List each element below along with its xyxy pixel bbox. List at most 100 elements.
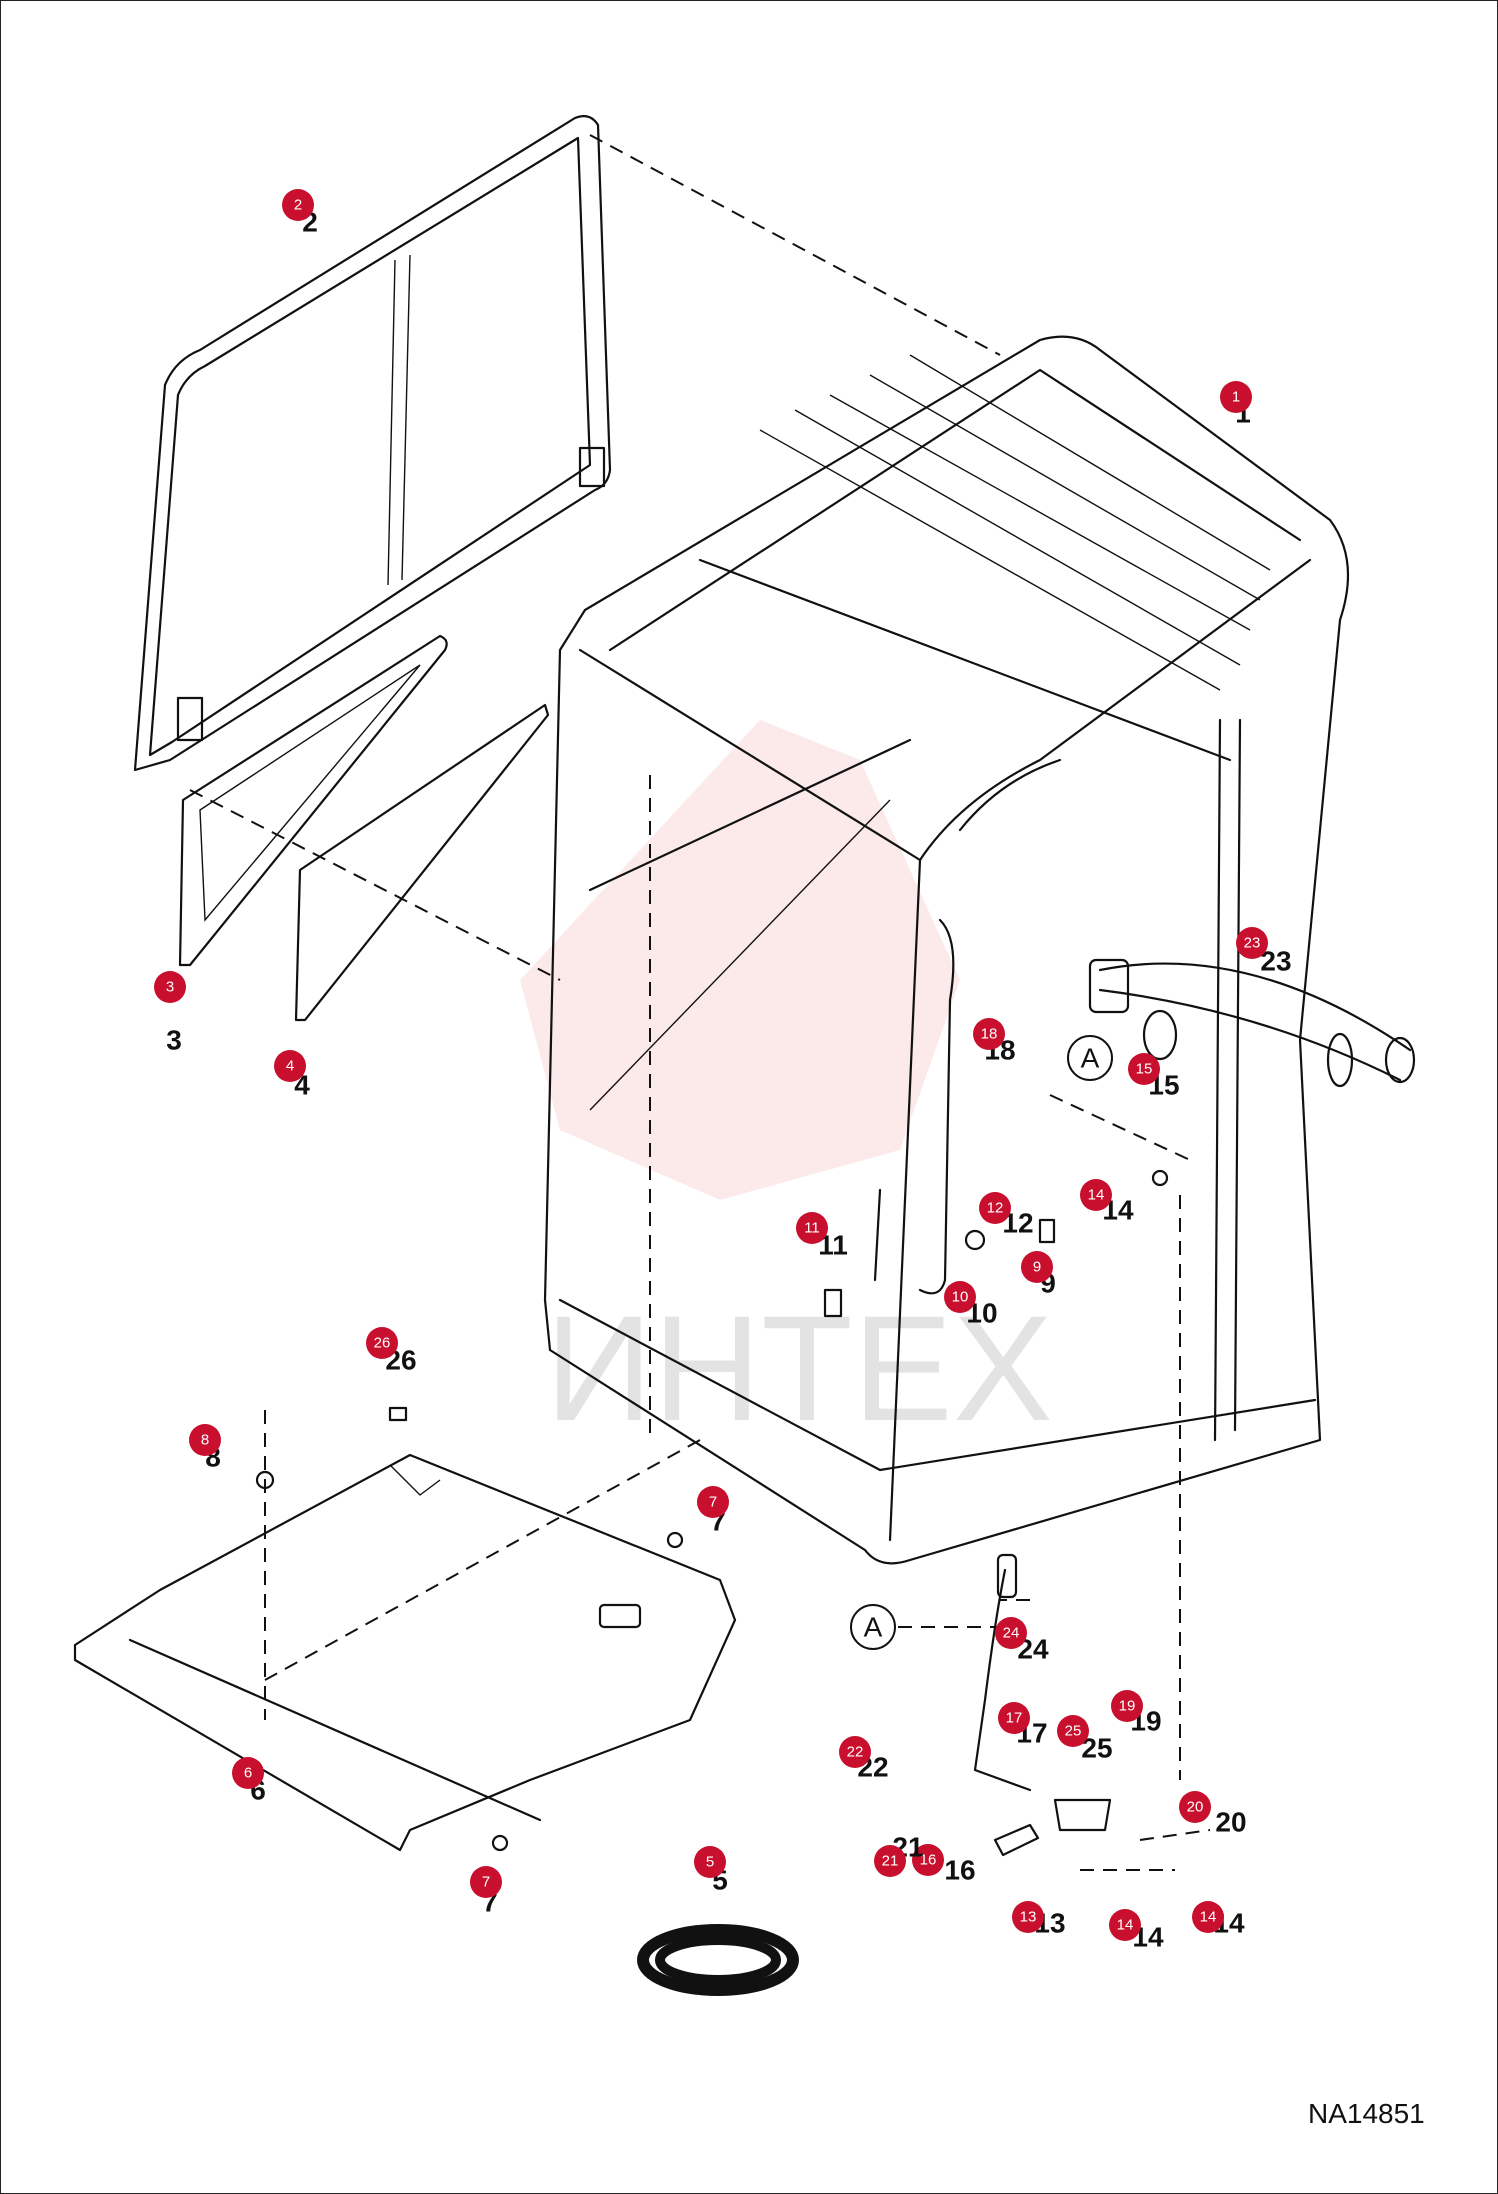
callout-badge-label: 5	[706, 1854, 714, 1871]
callout-badge-label: 9	[1033, 1259, 1041, 1276]
callout-badge	[274, 1050, 306, 1082]
reference-marker-a-upper: A	[1067, 1035, 1113, 1081]
callout-badge	[1057, 1715, 1089, 1747]
cable-part-24	[973, 1568, 1032, 1792]
callout-7: 77	[697, 1486, 729, 1537]
part-number-label: 3	[166, 1025, 182, 1056]
window-glass-part-3	[178, 634, 448, 967]
callout-badge-label: 25	[1065, 1723, 1082, 1740]
callout-badge-label: 20	[1187, 1799, 1204, 1816]
callout-badge	[1220, 381, 1252, 413]
callout-5: 55	[694, 1846, 728, 1896]
callout-4: 44	[274, 1050, 310, 1101]
fastener-part-7	[666, 1531, 684, 1549]
watermark-logo	[520, 720, 960, 1200]
callout-badge	[282, 189, 314, 221]
window-seal-part-4	[294, 703, 550, 1022]
callout-badge-label: 21	[882, 1853, 899, 1870]
callout-badge	[232, 1757, 264, 1789]
callout-badge-label: 8	[201, 1432, 209, 1449]
part-number-label: 20	[1215, 1807, 1246, 1838]
callout-badge-label: 23	[1244, 935, 1261, 952]
callout-badge	[470, 1866, 502, 1898]
callout-badge-label: 10	[952, 1289, 969, 1306]
callout-badge	[1179, 1791, 1211, 1823]
callout-badge-label: 3	[166, 979, 174, 996]
callout-badge-label: 15	[1136, 1061, 1153, 1078]
callout-badge	[1021, 1251, 1053, 1283]
callout-badge	[1012, 1901, 1044, 1933]
callout-badge-label: 19	[1119, 1698, 1136, 1715]
callout-badge	[154, 971, 186, 1003]
callout-badge	[998, 1702, 1030, 1734]
callout-badge-label: 14	[1117, 1917, 1134, 1934]
callout-badge-label: 14	[1088, 1187, 1105, 1204]
callout-badge	[1236, 927, 1268, 959]
floor-plate-part-6	[73, 1453, 737, 1852]
seal-rings-part-23	[1098, 962, 1416, 1088]
callout-badge-label: 7	[709, 1494, 717, 1511]
callout-badge	[1109, 1909, 1141, 1941]
part-number-label: 16	[944, 1855, 975, 1886]
callout-badge	[189, 1424, 221, 1456]
svg-text:A: A	[864, 1612, 883, 1643]
clip-part-11	[823, 1288, 843, 1318]
fastener-part-8	[255, 1470, 275, 1490]
callout-badge	[1111, 1690, 1143, 1722]
callout-badge-label: 22	[847, 1744, 864, 1761]
seal-coil-part-5	[637, 1924, 799, 1996]
callout-badge	[973, 1018, 1005, 1050]
cab-part-1	[543, 335, 1350, 1565]
callout-badge	[366, 1327, 398, 1359]
callout-badge-label: 26	[374, 1335, 391, 1352]
callout-badge-label: 13	[1020, 1909, 1037, 1926]
callout-badge	[1192, 1901, 1224, 1933]
callout-badge	[912, 1844, 944, 1876]
callout-badge	[995, 1617, 1027, 1649]
callout-1: 11	[1220, 381, 1252, 429]
watermark-text: ИНТЕХ	[545, 1284, 1053, 1452]
reference-marker-a-lower: A	[850, 1604, 896, 1650]
drawing-code: NA14851	[1308, 2098, 1425, 2129]
callout-badge-label: 1	[1232, 389, 1240, 406]
callout-badge-label: 11	[804, 1220, 820, 1237]
callout-badge-label: 12	[987, 1200, 1004, 1217]
fastener-part-7b	[491, 1834, 509, 1852]
callout-2: 22	[282, 189, 318, 238]
window-frame-part-2	[133, 115, 612, 772]
callout-badge-label: 7	[482, 1874, 490, 1891]
latch-part-18	[1088, 958, 1130, 1014]
callout-badge	[1080, 1179, 1112, 1211]
callout-3: 33	[154, 971, 186, 1056]
callout-badge-label: 17	[1006, 1710, 1023, 1727]
svg-text:A: A	[1081, 1043, 1100, 1074]
callout-badge	[944, 1281, 976, 1313]
callout-badge	[874, 1845, 906, 1877]
callout-badge-label: 6	[244, 1765, 252, 1782]
callout-badge-label: 24	[1003, 1625, 1020, 1642]
callout-badge	[796, 1212, 828, 1244]
callout-badge-label: 14	[1200, 1909, 1217, 1926]
callout-badge	[979, 1192, 1011, 1224]
callout-badge	[697, 1486, 729, 1518]
callout-9: 99	[1021, 1251, 1056, 1299]
knob-part-10	[964, 1229, 986, 1251]
